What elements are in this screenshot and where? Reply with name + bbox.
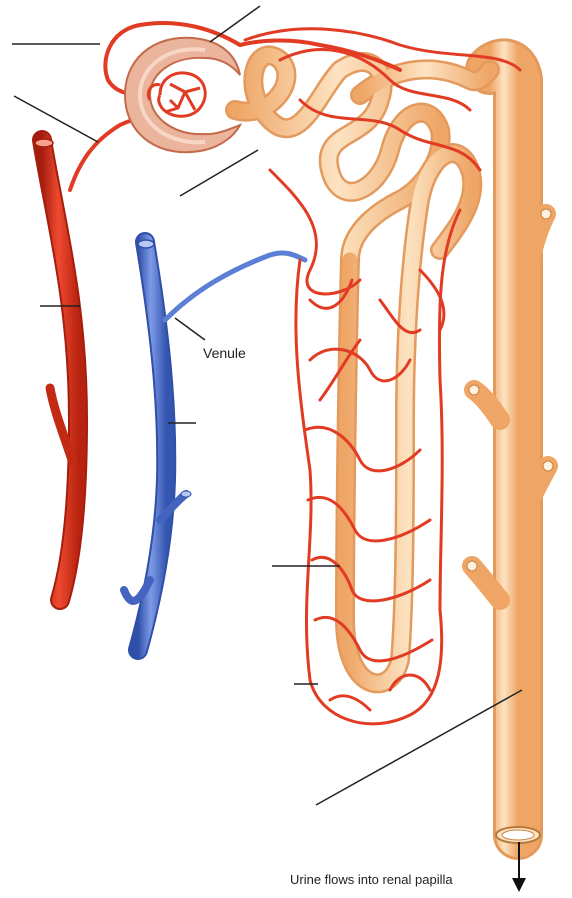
leader-line	[175, 318, 205, 340]
vein	[124, 240, 191, 650]
glomerulus	[148, 73, 205, 116]
arteriole	[35, 139, 78, 600]
venule	[165, 253, 305, 320]
leader-line	[14, 96, 98, 142]
leader-line	[180, 150, 258, 196]
urine-flow-label: Urine flows into renal papilla	[290, 872, 453, 887]
venule-label: Venule	[203, 345, 246, 361]
